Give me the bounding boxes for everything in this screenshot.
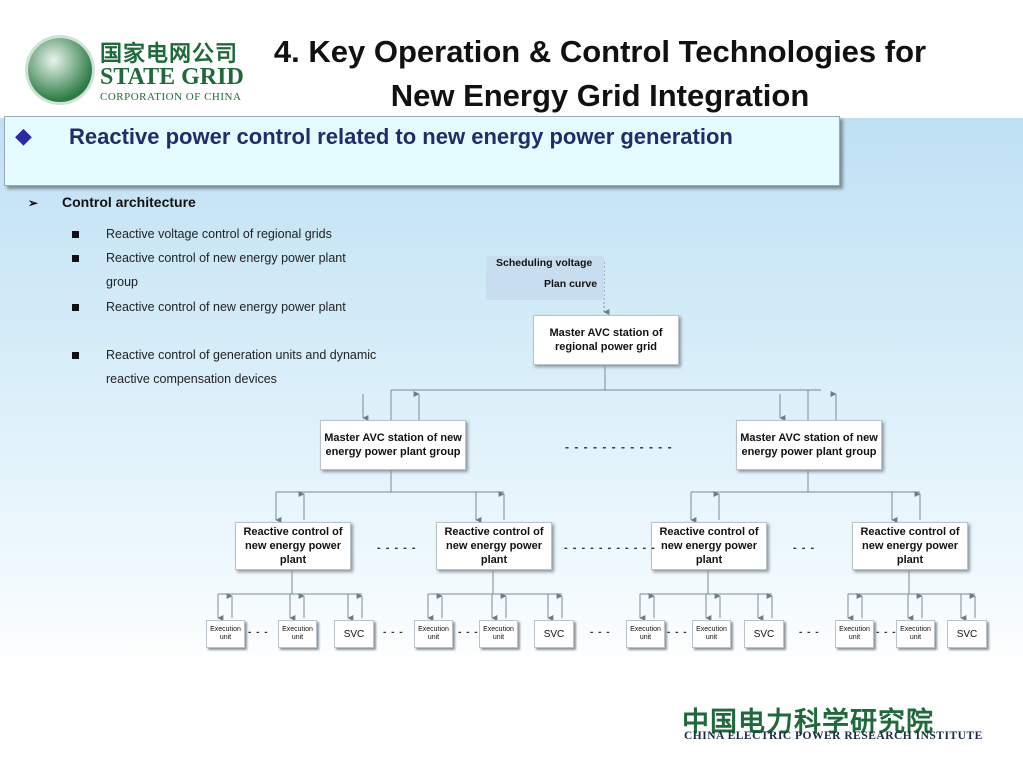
unit-ellipsis: - - - xyxy=(667,627,688,638)
svc-text: SVC xyxy=(543,628,565,640)
unit-ellipsis: - - - xyxy=(876,627,897,638)
execution-unit-text: Execution unit xyxy=(839,626,870,641)
svc-box: SVC xyxy=(334,620,374,648)
execution-unit-text: Execution unit xyxy=(696,626,727,641)
svc-text: SVC xyxy=(343,628,365,640)
execution-unit-box: Execution unit xyxy=(835,620,874,648)
banner-text: Reactive power control related to new en… xyxy=(69,124,733,149)
square-bullet-icon xyxy=(72,231,79,238)
list-item-text: Reactive control of new energy power pla… xyxy=(106,300,346,314)
svc-box: SVC xyxy=(534,620,574,648)
square-bullet-icon xyxy=(72,304,79,311)
plan-curve-text: Plan curve xyxy=(544,278,598,290)
state-grid-logo: 国家电网公司 STATE GRID CORPORATION OF CHINA xyxy=(28,34,268,108)
svc-text: SVC xyxy=(753,628,775,640)
square-bullet-icon xyxy=(72,352,79,359)
plant-ellipsis: - - - - - - - - - - - xyxy=(564,542,656,554)
execution-unit-box: Execution unit xyxy=(414,620,453,648)
plant-control-text: Reactive control of new energy power pla… xyxy=(860,526,960,566)
list-item: Reactive voltage control of regional gri… xyxy=(72,222,372,246)
execution-unit-box: Execution unit xyxy=(692,620,731,648)
logo-subtitle: CORPORATION OF CHINA xyxy=(100,91,242,103)
unit-ellipsis: - - - xyxy=(383,627,404,638)
plant-ellipsis: - - - xyxy=(793,542,816,554)
plant-control-text: Reactive control of new energy power pla… xyxy=(659,526,759,566)
list-item-text: Reactive voltage control of regional gri… xyxy=(106,227,332,241)
plant-control-box: Reactive control of new energy power pla… xyxy=(852,522,968,570)
execution-unit-text: Execution unit xyxy=(282,626,313,641)
title-line-2: New Energy Grid Integration xyxy=(390,78,810,113)
unit-ellipsis: - - - xyxy=(590,627,611,638)
unit-ellipsis: - - - xyxy=(799,627,820,638)
plant-ellipsis: - - - - - xyxy=(377,542,417,554)
svc-box: SVC xyxy=(744,620,784,648)
list-item: Reactive control of new energy power pla… xyxy=(72,246,372,294)
list-item-text: Reactive control of new energy power pla… xyxy=(106,251,346,289)
svc-text: SVC xyxy=(956,628,978,640)
section-heading: ➢ Control architecture xyxy=(28,194,196,210)
execution-unit-text: Execution unit xyxy=(630,626,661,641)
square-bullet-icon xyxy=(72,255,79,262)
plant-control-box: Reactive control of new energy power pla… xyxy=(436,522,552,570)
execution-unit-box: Execution unit xyxy=(206,620,245,648)
arrow-bullet-icon: ➢ xyxy=(28,196,39,210)
execution-unit-box: Execution unit xyxy=(479,620,518,648)
execution-unit-text: Execution unit xyxy=(483,626,514,641)
execution-unit-box: Execution unit xyxy=(626,620,665,648)
plant-group-avc-text: Master AVC station of new energy power p… xyxy=(740,432,878,458)
plant-group-avc-box: Master AVC station of new energy power p… xyxy=(736,420,882,470)
plant-control-text: Reactive control of new energy power pla… xyxy=(243,526,343,566)
institute-chinese-name: 中国电力科学研究院 xyxy=(682,707,934,737)
regional-avc-box: Master AVC station of regional power gri… xyxy=(533,315,679,365)
plant-group-avc-text: Master AVC station of new energy power p… xyxy=(324,432,462,458)
plant-control-box: Reactive control of new energy power pla… xyxy=(235,522,351,570)
group-ellipsis: - - - - - - - - - - - - xyxy=(565,440,673,454)
scheduling-voltage-text: Scheduling voltage xyxy=(496,257,593,269)
plant-control-text: Reactive control of new energy power pla… xyxy=(444,526,544,566)
execution-unit-box: Execution unit xyxy=(278,620,317,648)
list-item-text: Reactive control of generation units and… xyxy=(106,348,377,386)
unit-ellipsis: - - - xyxy=(248,627,269,638)
svc-box: SVC xyxy=(947,620,987,648)
plant-group-avc-box: Master AVC station of new energy power p… xyxy=(320,420,466,470)
execution-unit-text: Execution unit xyxy=(418,626,449,641)
slide-background xyxy=(0,118,1023,670)
execution-unit-box: Execution unit xyxy=(896,620,935,648)
globe-emblem-icon xyxy=(28,38,92,102)
list-item: Reactive control of new energy power pla… xyxy=(72,295,372,343)
execution-unit-text: Execution unit xyxy=(900,626,931,641)
institute-english-name: CHINA ELECTRIC POWER RESEARCH INSTITUTE xyxy=(684,730,983,742)
regional-avc-text: Master AVC station of regional power gri… xyxy=(549,327,663,353)
title-line-1: 4. Key Operation & Control Technologies … xyxy=(273,34,927,69)
slide-title: 4. Key Operation & Control Technologies … xyxy=(210,30,990,118)
logo-chinese-text: 国家电网公司 xyxy=(100,41,239,66)
scheduling-voltage-label: Scheduling voltage Plan curve xyxy=(486,256,604,300)
logo-english-text: STATE GRID xyxy=(100,64,244,90)
plant-control-box: Reactive control of new energy power pla… xyxy=(651,522,767,570)
unit-ellipsis: - - - xyxy=(458,627,479,638)
list-item: Reactive control of generation units and… xyxy=(72,343,382,391)
topic-banner: ◆ Reactive power control related to new … xyxy=(4,116,840,186)
section-heading-text: Control architecture xyxy=(62,194,196,210)
execution-unit-text: Execution unit xyxy=(210,626,241,641)
diamond-bullet-icon: ◆ xyxy=(15,123,32,148)
